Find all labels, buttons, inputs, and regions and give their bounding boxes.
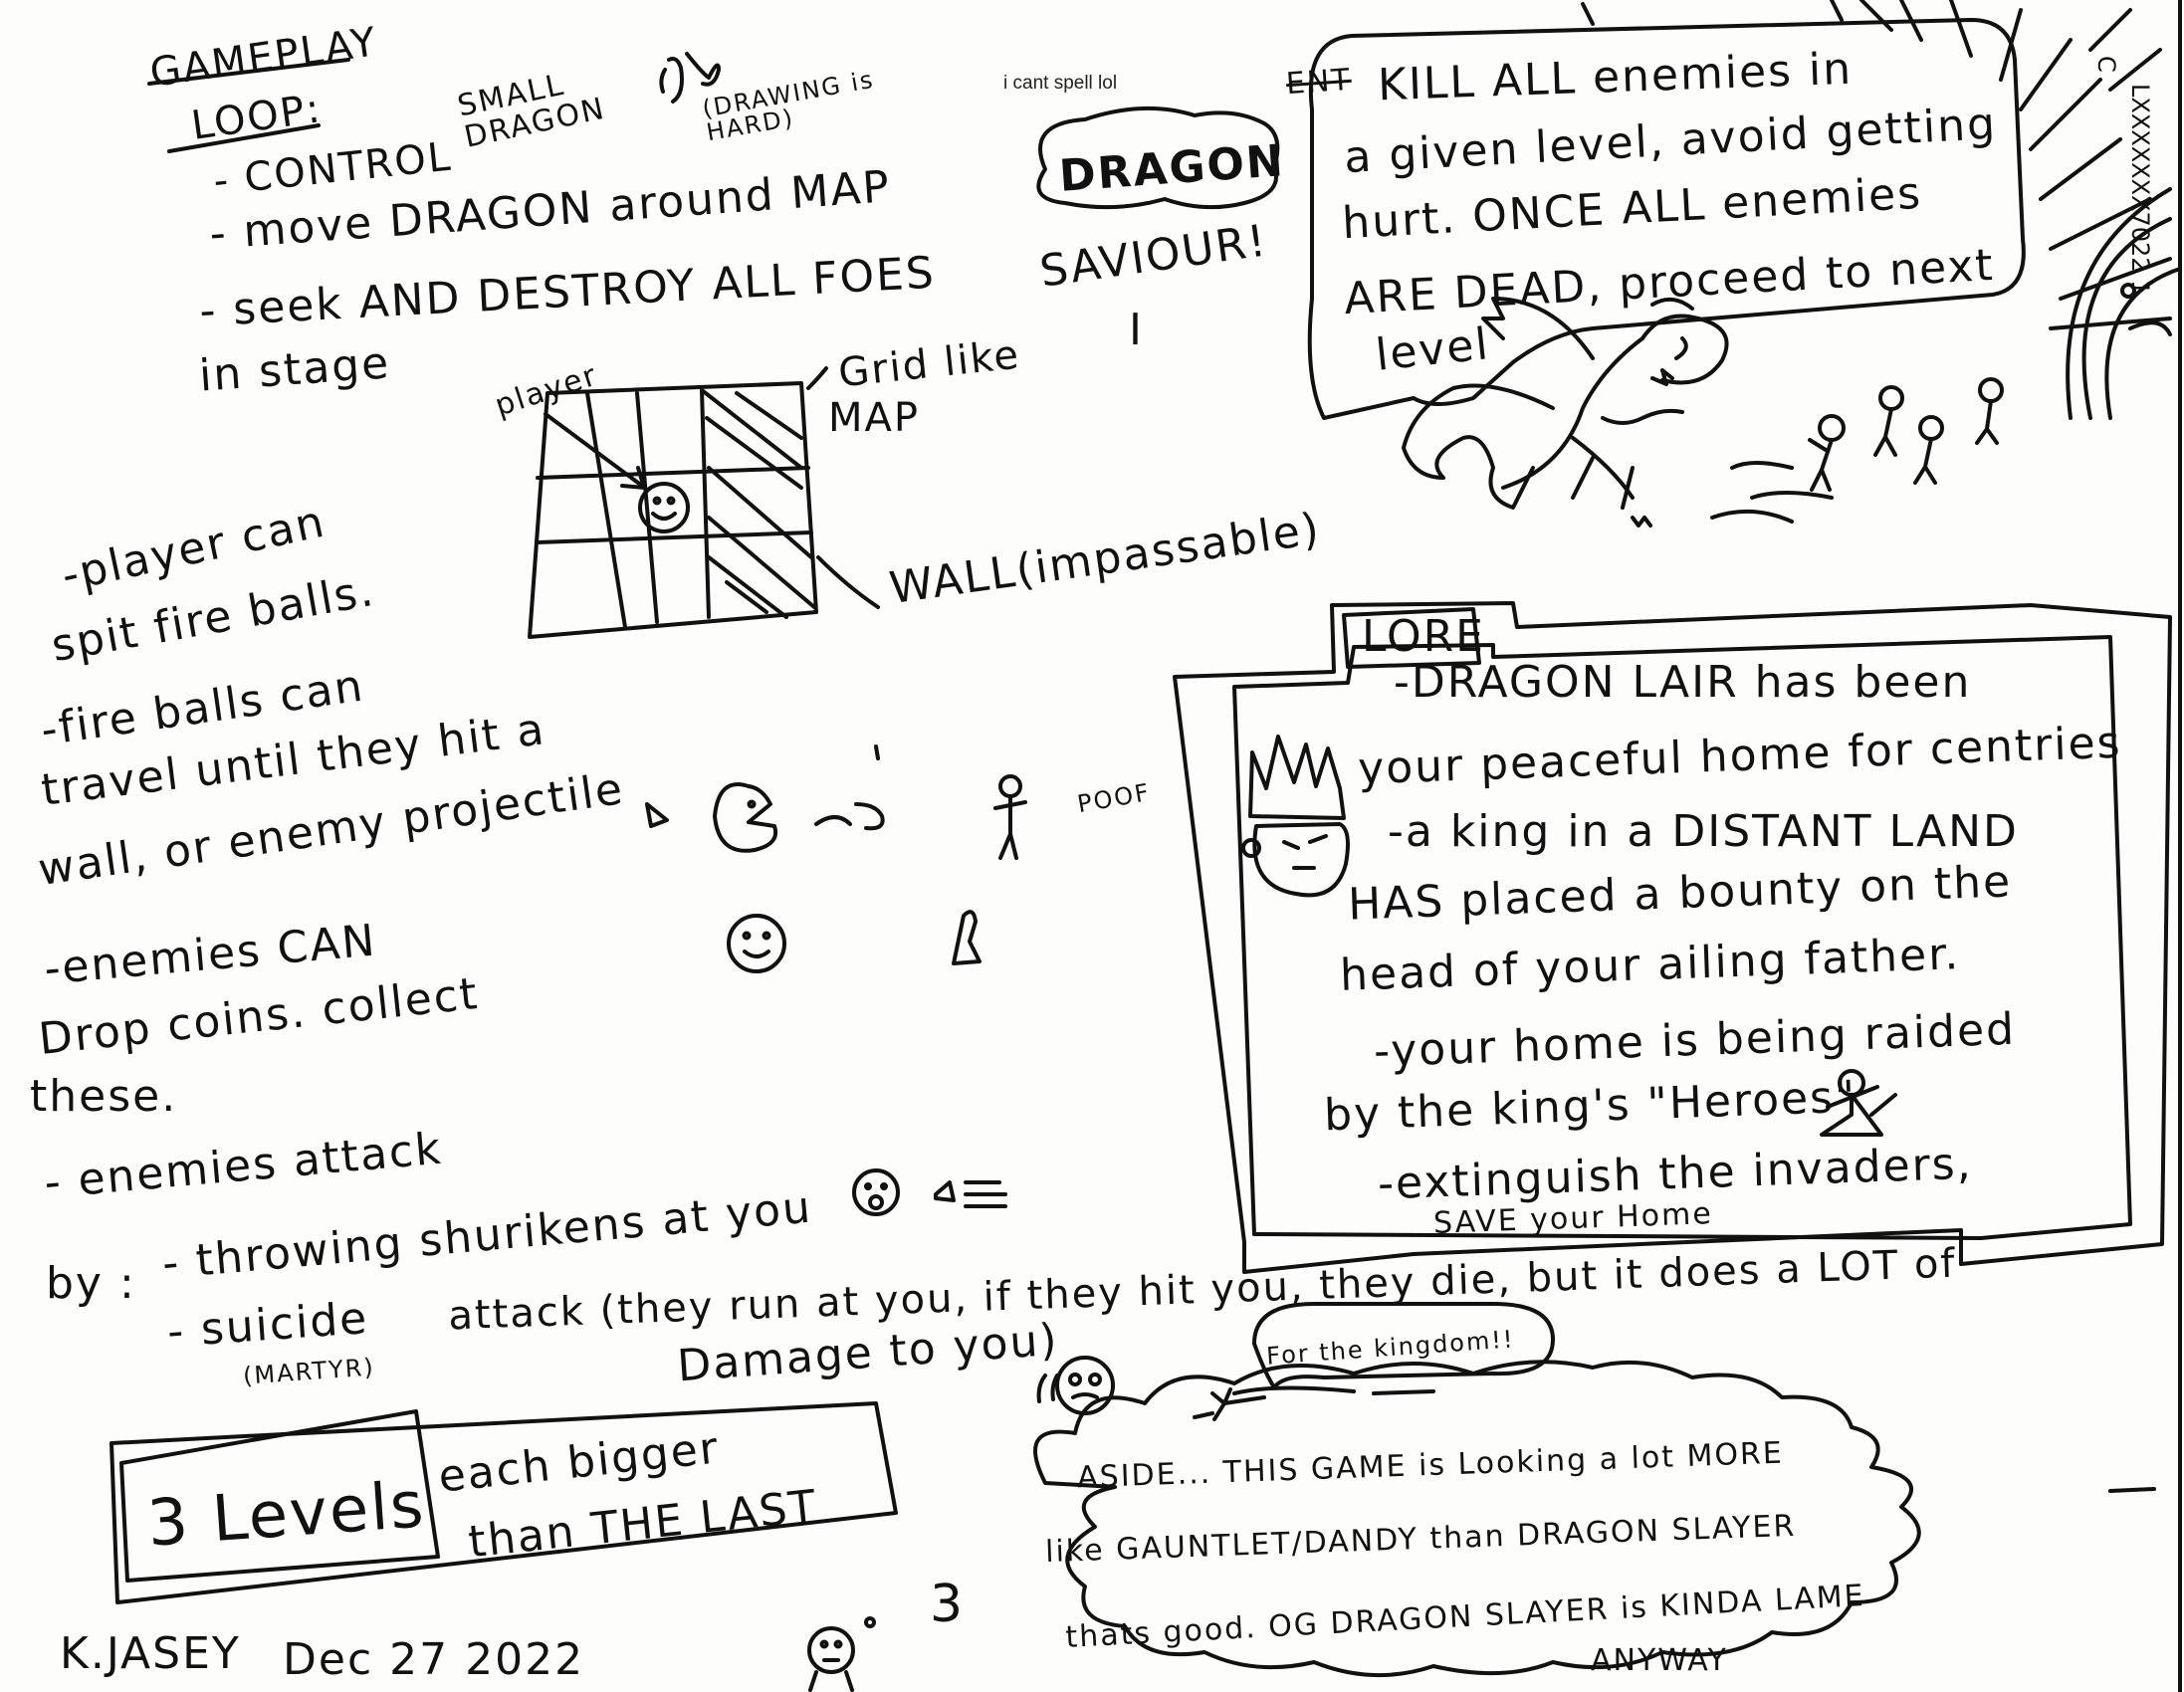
goal-bubble [1307,18,2026,420]
lore-tab: LORE [1362,611,1485,662]
wall-pointer [816,555,880,609]
shuriken-thrower-doodle [852,1168,1007,1216]
king-drawing-icon [1241,735,1350,898]
coins-line-3: these. [30,1071,178,1122]
lore-tab-box [1342,607,1481,669]
coin-diagram [727,910,982,973]
aside-number: 3 [930,1575,966,1634]
heading-underline-2 [167,123,321,153]
grid-label-bracket [806,366,828,390]
enemy-stick-head-icon [998,774,1022,798]
enemy-heroes-group [1710,377,2004,524]
dragon-drawing-icon [1402,297,1729,528]
levels-inner-box [119,1409,440,1583]
dragon-lair-cave [2066,187,2182,420]
lore-line-3: -a king in a DISTANT LAND [1388,806,2019,857]
player-smiley-icon [638,482,690,533]
small-dragon-doodle-icon [659,52,721,104]
player-pointer-arrow [544,412,646,490]
bottom-smiley-doodle [807,1616,876,1692]
coin-drop-icon [952,910,982,965]
signature-date: Dec 27 2022 [283,1634,585,1685]
roman-numeral: I [1129,305,1144,355]
margin-tag: C [2092,56,2120,75]
sunburst-rays [1581,0,2172,330]
heading-underline [147,58,350,86]
margin-code: LXXXXXXX7022 1 [2126,84,2154,296]
levels-box-frame [109,1401,898,1604]
goal-line-5: level [1373,318,1492,381]
signature-name: K.JASEY [60,1628,241,1679]
grid-label-2: MAP [828,395,920,441]
spell-note: i cant spell lol [1003,73,1118,94]
hero-doodle-icon [1820,1069,1897,1137]
enemy-face-icon [727,914,786,973]
levels-boxed-text: 3 Levels [144,1468,428,1562]
grid-map-drawing [528,366,880,639]
goal-strike: ENT [1284,62,1353,103]
in-stage-text: in stage [197,337,392,402]
fireball-diagram [645,744,1027,860]
lore-frame [1173,601,2172,1274]
aside-line-4: ANYWAY [1591,1643,1728,1678]
logo-bubble [1036,106,1280,210]
aside-cloud [1033,1360,1921,1678]
by-text: by : [46,1258,136,1309]
lore-line-1: -DRAGON LAIR has been [1394,657,1972,708]
